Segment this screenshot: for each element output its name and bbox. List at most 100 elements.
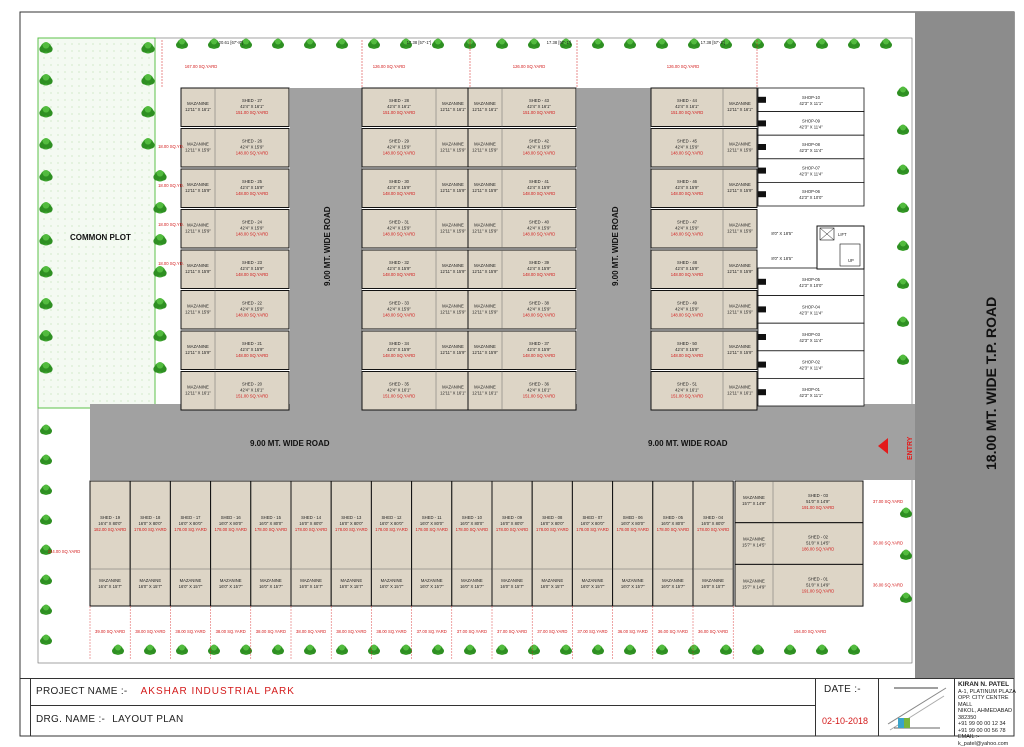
mazanine-dimension: 16'0" X 15'7" bbox=[219, 584, 243, 589]
shed-area: 148.00 SQ.YARD bbox=[671, 232, 704, 237]
architect-line: OPP. CITY CENTRE MALL bbox=[958, 695, 1009, 708]
shed-dimension: 42'4" X 16'1" bbox=[527, 388, 551, 393]
tree-icon bbox=[900, 549, 912, 560]
shed-area: 151.00 SQ.YARD bbox=[523, 110, 556, 115]
lift-stair-block: LIFT UP bbox=[816, 225, 865, 270]
mazanine-dimension: 12'11" X 16'1" bbox=[440, 107, 466, 112]
tree-icon bbox=[304, 644, 316, 655]
shed-number: SHED - 27 bbox=[242, 98, 263, 103]
shed-number: SHED - 21 bbox=[242, 341, 263, 346]
shed-dimension: 16'0" X 80'0" bbox=[701, 521, 725, 526]
shed-area: 178.00 SQ.YARD bbox=[496, 527, 529, 532]
shed-dimension: 16'0" X 80'0" bbox=[138, 521, 162, 526]
tree-icon bbox=[39, 329, 53, 342]
mazanine-label: MAZANINE bbox=[442, 142, 464, 147]
plot-dimension: 17.38 [57'-1"] bbox=[701, 40, 726, 45]
shop-dimension: 42'3" X 10'0" bbox=[799, 195, 823, 200]
tree-icon bbox=[141, 105, 155, 118]
shop-number: SHOP-02 bbox=[802, 360, 821, 365]
shed-number: SHED - 03 bbox=[808, 493, 829, 498]
shed-area: 148.00 SQ.YARD bbox=[671, 313, 704, 318]
shed-area: 178.00 SQ.YARD bbox=[214, 527, 247, 532]
plot-area: 37.00 SQ.YARD bbox=[537, 629, 567, 634]
tree-icon bbox=[897, 202, 909, 213]
shed-number: SHED - 35 bbox=[389, 382, 410, 387]
mazanine-dimension: 16'0" X 15'7" bbox=[339, 584, 363, 589]
mazanine-dimension: 12'11" X 15'9" bbox=[440, 229, 466, 234]
shed-area: 151.00 SQ.YARD bbox=[671, 110, 704, 115]
shed-number: SHED - 20 bbox=[242, 382, 263, 387]
tree-icon bbox=[40, 634, 52, 645]
shed-number: SHED - 45 bbox=[677, 139, 698, 144]
shed-area: 148.00 SQ.YARD bbox=[236, 232, 269, 237]
mazanine-dimension: 12'11" X 15'9" bbox=[472, 148, 498, 153]
plot-area: 18.00 SQ.YD. bbox=[158, 261, 184, 266]
shed-number: SHED - 40 bbox=[529, 220, 550, 225]
tree-icon bbox=[464, 644, 476, 655]
mazanine-dimension: 12'11" X 15'9" bbox=[727, 269, 753, 274]
mazanine-label: MAZANINE bbox=[421, 578, 443, 583]
